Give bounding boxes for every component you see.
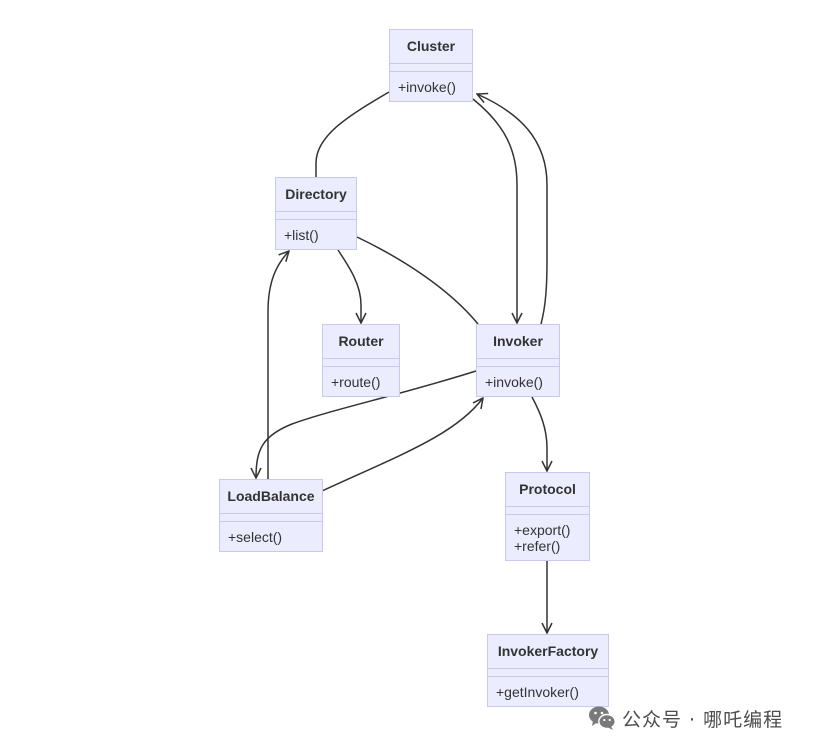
edge-invoker-to-loadbalance bbox=[256, 370, 477, 478]
class-methods: +list() bbox=[276, 220, 356, 249]
method: +route() bbox=[331, 374, 381, 390]
class-name: LoadBalance bbox=[220, 480, 322, 514]
method: +invoke() bbox=[485, 374, 543, 390]
class-name: Invoker bbox=[477, 325, 559, 359]
class-attributes bbox=[276, 212, 356, 220]
method: +refer() bbox=[514, 538, 561, 554]
class-methods: +route() bbox=[323, 367, 399, 396]
watermark: 公众号 · 哪吒编程 bbox=[588, 704, 783, 732]
class-methods: +invoke() bbox=[477, 367, 559, 396]
class-methods: +export() +refer() bbox=[506, 515, 589, 560]
class-attributes bbox=[477, 359, 559, 367]
class-attributes bbox=[323, 359, 399, 367]
class-name: Router bbox=[323, 325, 399, 359]
class-methods: +invoke() bbox=[390, 72, 472, 101]
method: +export() bbox=[514, 522, 571, 538]
class-name: InvokerFactory bbox=[488, 635, 608, 669]
edge-cluster-to-invoker bbox=[472, 98, 517, 323]
class-name: Protocol bbox=[506, 473, 589, 507]
class-attributes bbox=[506, 507, 589, 515]
wechat-icon bbox=[589, 706, 616, 730]
class-methods: +getInvoker() bbox=[488, 677, 608, 706]
class-directory: Directory +list() bbox=[275, 177, 357, 250]
class-cluster: Cluster +invoke() bbox=[389, 29, 473, 102]
edge-cluster-directory bbox=[315, 91, 390, 177]
class-protocol: Protocol +export() +refer() bbox=[505, 472, 590, 561]
method: +select() bbox=[228, 529, 283, 545]
class-loadbalance: LoadBalance +select() bbox=[219, 479, 323, 552]
class-attributes bbox=[488, 669, 608, 677]
class-name: Directory bbox=[276, 178, 356, 212]
class-name: Cluster bbox=[390, 30, 472, 64]
class-invoker-factory: InvokerFactory +getInvoker() bbox=[487, 634, 609, 707]
class-attributes bbox=[390, 64, 472, 72]
class-methods: +select() bbox=[220, 522, 322, 551]
method: +getInvoker() bbox=[496, 684, 579, 700]
class-router: Router +route() bbox=[322, 324, 400, 397]
class-invoker: Invoker +invoke() bbox=[476, 324, 560, 397]
edge-invoker-to-protocol bbox=[531, 396, 547, 471]
method: +invoke() bbox=[398, 79, 456, 95]
edge-directory-to-router bbox=[337, 249, 361, 323]
watermark-text: 公众号 · 哪吒编程 bbox=[622, 708, 784, 731]
edge-invoker-to-cluster bbox=[477, 94, 548, 325]
method: +list() bbox=[284, 227, 319, 243]
class-attributes bbox=[220, 514, 322, 522]
edge-loadbalance-to-invoker bbox=[321, 398, 483, 492]
edge-directory-invoker bbox=[356, 236, 479, 325]
edge-loadbalance-to-directory bbox=[267, 251, 289, 479]
